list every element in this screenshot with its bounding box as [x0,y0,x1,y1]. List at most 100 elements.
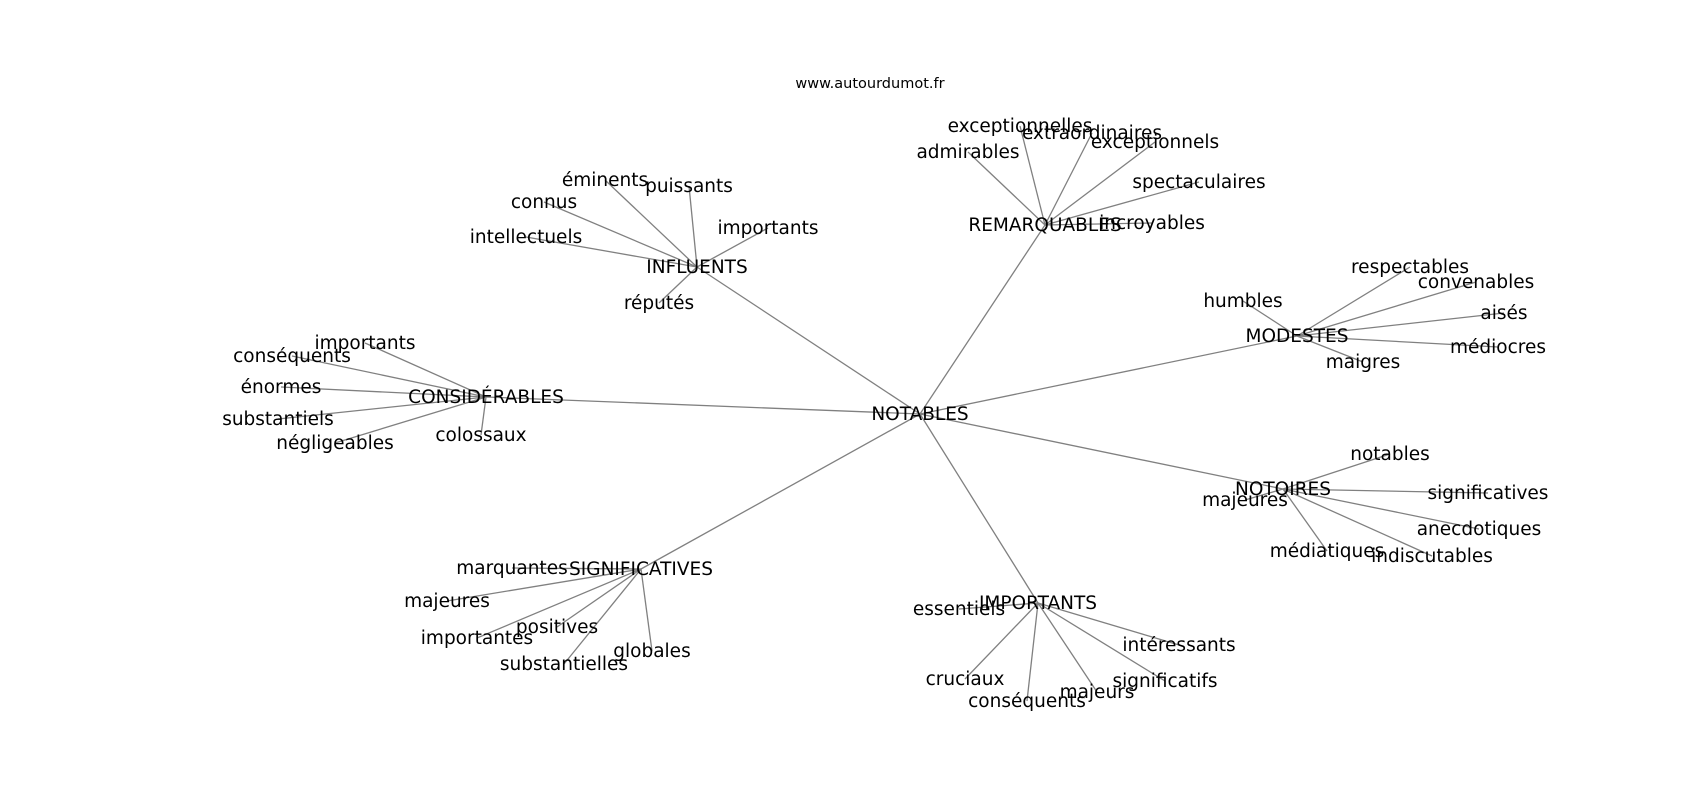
edge-hub-leaf [1044,141,1156,226]
edge-hub-leaf [1037,602,1166,682]
edge-hub-leaf [1296,335,1364,363]
leaf-node: incroyables [1099,213,1205,234]
edge-hub-leaf [280,386,487,398]
leaf-node: importants [314,333,415,354]
hub-node: IMPORTANTS [979,593,1097,614]
edge-hub-leaf [1282,488,1489,494]
hub-node: CONSIDÉRABLES [408,386,564,408]
leaf-node: réputés [624,293,694,314]
leaf-node: respectables [1351,257,1469,278]
leaf-node: exceptionnelles [948,116,1093,137]
leaf-node: exceptionnels [1091,132,1219,153]
leaf-node: majeurs [1060,682,1135,703]
leaf-node: majeures [404,591,490,612]
edge-hub-leaf [476,568,642,639]
edge-root-hub [919,335,1298,415]
leaf-node: intéressants [1122,635,1235,656]
leaf-node: médiocres [1450,337,1546,358]
edge-hub-leaf [277,396,487,420]
leaf-node: colossaux [435,425,526,446]
edge-root-hub [919,413,1039,604]
leaf-node: aisés [1480,303,1527,324]
edge-hub-leaf [1296,312,1505,337]
edge-hub-leaf [688,185,698,268]
hub-node: MODESTES [1246,326,1349,347]
leaf-node: cruciaux [926,669,1005,690]
edge-hub-leaf [1044,132,1093,226]
edge-hub-leaf [658,266,698,304]
edge-hub-leaf [1244,488,1284,501]
edge-hub-leaf [556,568,642,628]
leaf-node: globales [613,641,690,662]
leaf-node: majeures [1202,490,1288,511]
edge-hub-leaf [1282,488,1328,552]
edge-hub-leaf [480,396,487,436]
edge-hub-leaf [511,567,642,570]
leaf-node: notables [1350,444,1430,465]
edge-hub-leaf [964,602,1039,680]
edge-hub-leaf [1296,266,1411,337]
hub-node: INFLUENTS [646,257,747,278]
edge-hub-leaf [1296,281,1477,337]
edge-hub-leaf [1296,335,1499,348]
hub-node: REMARQUABLES [968,215,1121,236]
edge-hub-leaf [1037,602,1098,693]
edge-hub-leaf [1044,181,1200,226]
leaf-node: indiscutables [1371,546,1493,567]
leaf-node: convenables [1418,272,1535,293]
leaf-node: spectaculaires [1132,172,1265,193]
root-node: NOTABLES [871,404,968,425]
leaf-node: importants [717,218,818,239]
edge-hub-leaf [1037,602,1180,646]
hub-node: NOTOIRES [1235,479,1331,500]
leaf-node: positives [516,617,598,638]
source-credit: www.autourdumot.fr [795,76,944,92]
leaf-node: conséquents [968,691,1086,712]
leaf-node: puissants [645,176,733,197]
leaf-node: connus [511,192,577,213]
leaf-node: énormes [241,377,322,398]
graph-edges [277,125,1505,702]
edge-hub-leaf [640,568,653,652]
leaf-node: significatifs [1112,671,1217,692]
leaf-node: essentiels [913,599,1005,620]
edge-hub-leaf [543,201,698,268]
edge-hub-leaf [967,151,1046,226]
edge-hub-leaf [958,602,1039,610]
edge-hub-leaf [446,568,642,602]
leaf-node: substantiels [222,409,334,430]
edge-root-hub [640,413,921,570]
edge-root-hub [919,413,1284,490]
edge-hub-leaf [1026,602,1039,702]
leaf-node: médiatiques [1270,541,1385,562]
edge-hub-leaf [696,227,769,268]
edge-root-hub [696,266,921,415]
leaf-node: admirables [916,142,1019,163]
leaf-node: extraordinaires [1022,123,1162,144]
edge-hub-leaf [364,342,487,398]
leaf-node: humbles [1203,291,1282,312]
edge-hub-leaf [563,568,642,665]
edge-hub-leaf [525,236,698,268]
graph-labels: www.autourdumot.fr INFLUENTS éminentspuis… [222,76,1548,712]
edge-root-hub [919,224,1046,415]
leaf-node: substantielles [500,654,628,675]
leaf-node: significatives [1428,483,1549,504]
edge-hub-leaf [291,355,487,398]
leaf-node: anecdotiques [1417,519,1542,540]
edge-hub-leaf [1282,488,1480,530]
edge-root-hub [485,396,921,415]
leaf-node: intellectuels [470,227,582,248]
edge-hub-leaf [1044,222,1153,226]
edge-hub-leaf [1282,488,1433,557]
leaf-node: éminents [562,170,648,191]
edge-hub-leaf [604,179,698,268]
edge-hub-leaf [1019,125,1046,226]
edge-hub-leaf [1282,453,1391,490]
leaf-node: maigres [1326,352,1400,373]
hub-node: SIGNIFICATIVES [569,559,713,580]
edge-hub-leaf [334,396,487,444]
leaf-node: marquantes [456,558,567,579]
edge-hub-leaf [1242,300,1298,337]
